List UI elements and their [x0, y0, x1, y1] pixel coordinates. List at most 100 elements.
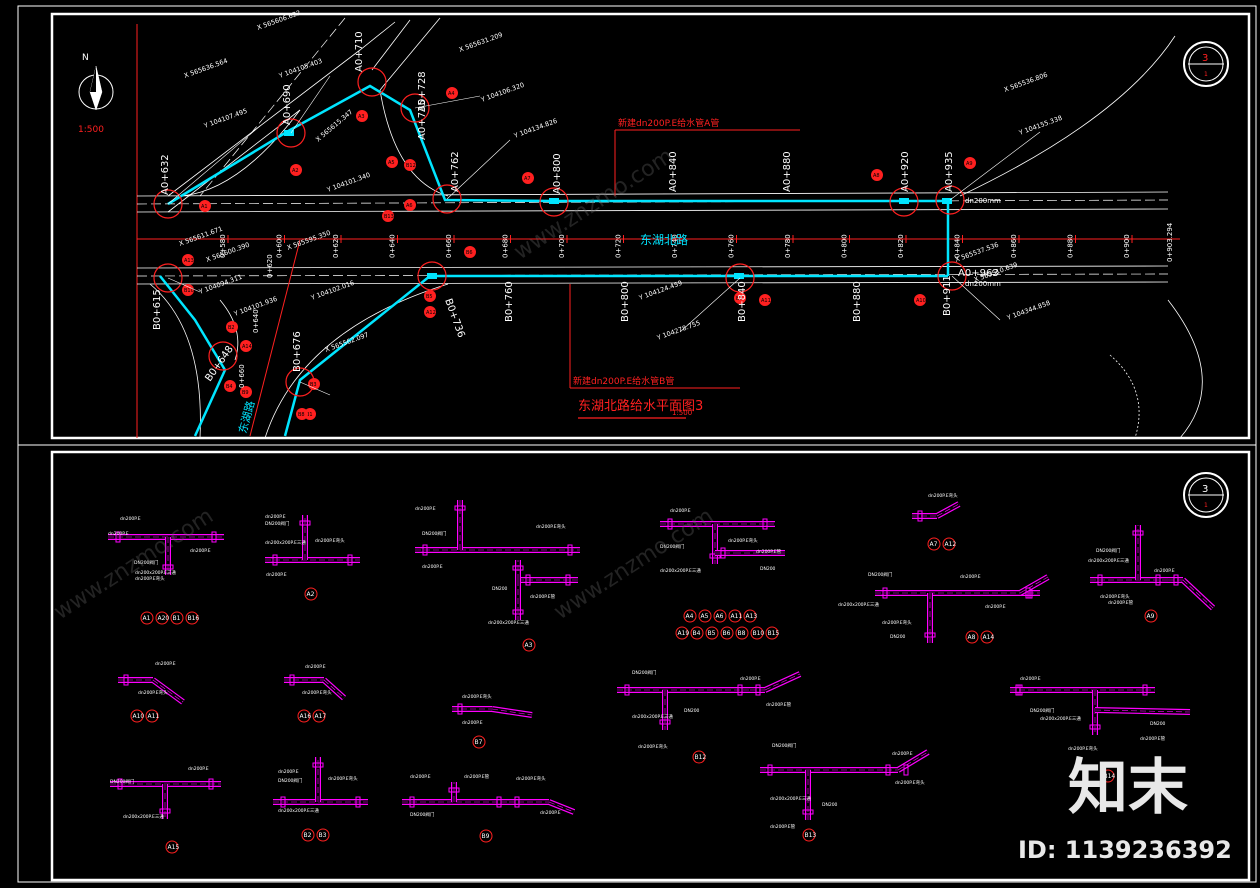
detail-id-marker: [683, 609, 697, 623]
node-id-marker: [199, 200, 211, 212]
node-id-label: B9: [242, 390, 249, 396]
detail-id-marker: [713, 609, 727, 623]
detail-id-marker: [472, 735, 486, 749]
fitting-note: dn200P.E: [410, 774, 431, 780]
road-name: 东湖北路: [640, 232, 688, 247]
detail-id-marker: [690, 626, 704, 640]
axis-tick-label: 0+700: [558, 234, 566, 258]
detail-id-marker: [1101, 769, 1115, 783]
coord-label: X 565600.390: [205, 241, 251, 264]
detail-id-label: A4: [686, 613, 694, 620]
fitting-note: DN200阀门: [1030, 707, 1055, 714]
fitting-note: dn200P.E: [155, 661, 176, 667]
node-id-marker: [296, 408, 308, 420]
fitting-note: dn200P.E弯头: [928, 492, 958, 499]
chain-label-a: A0+690: [282, 84, 293, 125]
fitting-note: dn200P.E: [415, 506, 436, 512]
detail-id-label: A10: [133, 713, 145, 720]
axis-tick-label: 0+820: [897, 234, 905, 258]
detail-id-label: B4: [693, 630, 701, 637]
fitting-note: DN200: [890, 634, 906, 640]
fitting-note: dn200P.E弯头: [638, 743, 668, 750]
fitting-note: dn200P.E弯头: [1100, 593, 1130, 600]
fitting-note: DN200: [1150, 721, 1166, 727]
detail-id-marker: [750, 626, 764, 640]
fitting-note: dn200P.E管: [766, 701, 792, 708]
detail-id-label: B8: [738, 630, 746, 637]
fitting-note: dn200x200P.E三通: [1040, 715, 1081, 722]
fitting-note: DN200阀门: [868, 571, 893, 578]
fitting-note: dn200P.E弯头: [536, 523, 566, 530]
detail-id-label: A12: [945, 541, 957, 548]
fitting-note: dn200P.E管: [770, 823, 796, 830]
fitting-note: dn200P.E弯头: [315, 537, 345, 544]
detail-id-label: B14: [1104, 773, 1116, 780]
coord-label: Y 104344.858: [1005, 299, 1051, 322]
plan-title-scale: 1:500: [672, 409, 692, 417]
detail-id-label: B1: [173, 615, 181, 622]
node-id-marker: [404, 199, 416, 211]
svg-text:1: 1: [1204, 71, 1208, 78]
chain-label-a: A0+632: [160, 154, 171, 195]
node-id-label: A8: [873, 173, 880, 179]
detail-id-label: A16: [300, 713, 312, 720]
detail-id-marker: [735, 626, 749, 640]
axis-tick-label: 0+640: [389, 234, 397, 258]
coord-label: Y 104134.826: [512, 117, 558, 140]
fitting-note: DN200阀门: [1096, 547, 1121, 554]
node-id-label: B7: [736, 296, 743, 302]
fitting-note: DN200阀门: [134, 559, 159, 566]
fitting-note: dn200x200P.E三通: [770, 795, 811, 802]
node-id-label: A11: [761, 298, 771, 304]
fitting-note: dn200P.E: [305, 664, 326, 670]
fitting-note: dn200P.E管: [1140, 735, 1166, 742]
detail-id-label: B15: [768, 630, 780, 637]
fitting-note: dn200x200P.E三通: [632, 713, 673, 720]
detail-id-marker: [522, 638, 536, 652]
fitting-note: dn200P.E弯头: [728, 537, 758, 544]
node-id-marker: [356, 110, 368, 122]
detail-id-marker: [720, 626, 734, 640]
node-id-marker: [464, 246, 476, 258]
chain-label-b: B0+648: [203, 344, 235, 384]
node-id-marker: [290, 164, 302, 176]
fitting-note: dn200P.E: [670, 508, 691, 514]
node-id-label: B12: [406, 163, 416, 169]
node-id-marker: [446, 87, 458, 99]
detail-id-label: B9: [482, 833, 490, 840]
node-id-label: A1: [201, 204, 208, 210]
node-id-label: B4: [226, 384, 233, 390]
node-id-label: B1: [306, 412, 313, 418]
chain-label-b: B0+760: [504, 281, 515, 322]
fitting-note: dn200P.E弯头: [895, 779, 925, 786]
detail-id-marker: [130, 709, 144, 723]
coord-label: X 565562.097: [324, 331, 370, 354]
node-id-marker: [224, 380, 236, 392]
node-id-marker: [734, 292, 746, 304]
detail-id-label: A2: [307, 591, 315, 598]
fitting-note: dn200x200P.E三通: [488, 619, 529, 626]
detail-id-label: A19: [678, 630, 690, 637]
axis-tick-label: 0+880: [1067, 234, 1075, 258]
node-id-marker: [226, 321, 238, 333]
north-arrow-icon: N: [78, 53, 114, 111]
coord-label: Y 104102.016: [309, 279, 355, 302]
fitting-note: DN200阀门: [410, 811, 435, 818]
chain-label-a: A0+840: [668, 151, 679, 192]
detail-id-label: B7: [475, 739, 483, 746]
node-id-label: B10: [184, 288, 194, 294]
node-id-label: A3: [358, 114, 365, 120]
detail-id-label: A20: [158, 615, 170, 622]
detail-id-marker: [185, 611, 199, 625]
axis-end-label: 0+903.294: [1166, 222, 1174, 262]
fitting-note: dn200P.E: [188, 766, 209, 772]
detail-id-label: A9: [1147, 613, 1155, 620]
bottom-panel-frame: [50, 450, 1251, 882]
chain-label-a: A0+710: [354, 31, 365, 72]
node-id-label: B5: [426, 294, 433, 300]
fitting-note: dn200P.E: [108, 531, 129, 537]
fitting-note: dn200P.E弯头: [1068, 745, 1098, 752]
axis-tick-label: 0+720: [615, 234, 623, 258]
detail-id-marker: [802, 828, 816, 842]
